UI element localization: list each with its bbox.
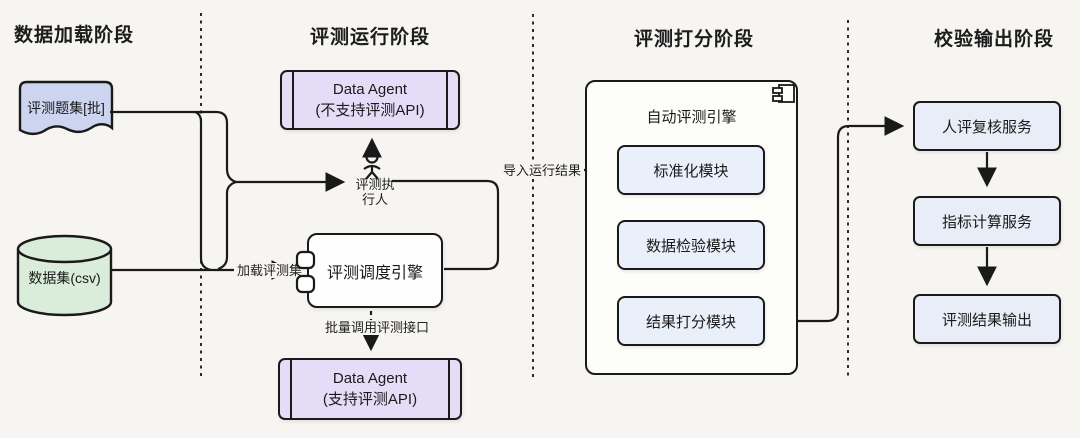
component-icon bbox=[772, 84, 795, 103]
stage-title-data-load: 数据加载阶段 bbox=[14, 25, 135, 46]
node-result-output: 评测结果输出 bbox=[913, 294, 1061, 344]
node-module-score: 结果打分模块 bbox=[617, 296, 765, 346]
node-data-agent-api-line2: (支持评测API) bbox=[322, 391, 418, 408]
node-data-agent-api: Data Agent (支持评测API) bbox=[278, 358, 462, 420]
stage-title-score: 评测打分阶段 bbox=[634, 29, 755, 50]
database-cylinder-icon bbox=[16, 234, 113, 317]
node-data-agent-api-line1: Data Agent bbox=[332, 370, 408, 387]
stage-title-output: 校验输出阶段 bbox=[934, 29, 1055, 50]
actor-icon bbox=[363, 150, 381, 180]
node-question-set: 评测题集[批] bbox=[27, 100, 105, 116]
node-dataset: 数据集(csv) bbox=[28, 270, 101, 286]
node-module-check: 数据检验模块 bbox=[617, 220, 765, 270]
node-metric-calc: 指标计算服务 bbox=[913, 196, 1061, 246]
node-executor-line2: 行人 bbox=[361, 192, 388, 207]
node-executor-line1: 评测执 bbox=[355, 177, 395, 192]
document-shape bbox=[18, 80, 114, 136]
stage-title-run: 评测运行阶段 bbox=[310, 27, 431, 48]
node-executor-label: 评测执 行人 bbox=[346, 177, 404, 207]
edge-label-import-results: 导入运行结果 bbox=[500, 163, 585, 178]
edge-label-batch-call: 批量调用评测接口 bbox=[322, 320, 433, 335]
node-data-agent-no-api-line2: (不支持评测API) bbox=[315, 102, 425, 119]
node-human-review: 人评复核服务 bbox=[913, 101, 1061, 151]
node-auto-engine-label: 自动评测引擎 bbox=[646, 109, 737, 126]
node-data-agent-no-api-line1: Data Agent bbox=[332, 81, 408, 98]
node-scheduler: 评测调度引擎 bbox=[307, 233, 443, 308]
component-port-icon bbox=[295, 250, 316, 294]
node-data-agent-no-api: Data Agent (不支持评测API) bbox=[280, 70, 460, 130]
